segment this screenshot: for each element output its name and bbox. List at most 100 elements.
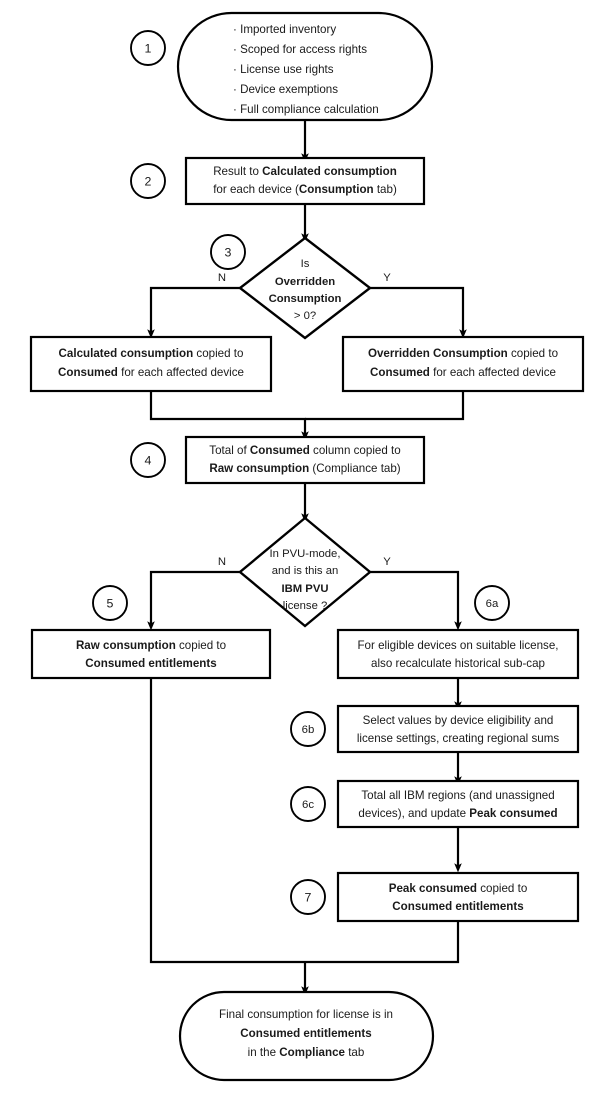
connector-step7-down: [305, 921, 460, 964]
step-circle-7: [290, 879, 326, 915]
decision3-line-3: Consumption: [269, 293, 342, 305]
step2-line-1: Result to Calculated consumption: [213, 165, 397, 178]
step6a-line-2: also recalculate historical sub-cap: [371, 657, 545, 670]
decision3-line-4: > 0?: [294, 310, 316, 322]
step-circle-5: [92, 585, 128, 621]
box-overridden-shape: [341, 335, 585, 393]
step-badge-1: 1: [130, 30, 166, 66]
step-badge-4: 4: [130, 442, 166, 478]
box-calculated-line-1: Calculated consumption copied to: [59, 347, 244, 360]
end-shape: [178, 990, 435, 1082]
step-circle-1: [130, 30, 166, 66]
step2-line-2: for each device (Consumption tab): [213, 183, 397, 196]
decision3-label-yes: Y: [383, 272, 391, 284]
step-number-2: 2: [145, 174, 152, 188]
step6c-line-2: devices), and update Peak consumed: [358, 807, 557, 820]
node-box-overridden[interactable]: Overridden Consumption copied to Consume…: [341, 335, 585, 393]
step6a-shape: [336, 628, 580, 680]
box-calculated-shape: [29, 335, 273, 393]
start-bullet-1: · Imported inventory: [233, 23, 336, 36]
step-circle-3: [210, 234, 246, 270]
box-overridden-line-2: Consumed for each affected device: [370, 366, 556, 379]
step6b-line-1: Select values by device eligibility and: [363, 714, 554, 727]
start-bullet-5: · Full compliance calculation: [233, 103, 379, 116]
node-start[interactable]: · Imported inventory · Scoped for access…: [176, 11, 434, 122]
decision-pvu-shape: [238, 516, 372, 628]
step6b-shape: [336, 704, 580, 754]
step6a-line-1: For eligible devices on suitable license…: [357, 639, 558, 652]
connector-decision3-yes: [370, 286, 467, 339]
step-badge-7: 7: [290, 879, 326, 915]
step-number-4: 4: [145, 453, 152, 467]
connectors: [147, 120, 467, 996]
step-circle-4: [130, 442, 166, 478]
step7-shape: [336, 871, 580, 923]
node-decision3[interactable]: Is Overridden Consumption > 0?: [238, 236, 372, 340]
decision-pvu-label-no: N: [218, 556, 226, 568]
step-number-3: 3: [225, 245, 232, 259]
decision-pvu-label-yes: Y: [383, 556, 391, 568]
step7-line-1: Peak consumed copied to: [389, 882, 528, 895]
step5-line-2: Consumed entitlements: [85, 657, 216, 670]
step-badge-6a: 6a: [474, 585, 510, 621]
start-bullet-2: · Scoped for access rights: [233, 43, 367, 56]
step6c-shape: [336, 779, 580, 829]
step4-shape: [184, 435, 426, 485]
decision-pvu-line-1: In PVU-mode,: [270, 548, 341, 560]
step4-line-2: Raw consumption (Compliance tab): [209, 462, 400, 475]
connector-decision3-no: [147, 286, 240, 339]
decision-pvu-line-3: IBM PVU: [281, 583, 328, 595]
step-number-7: 7: [305, 890, 312, 904]
step-badge-6b: 6b: [290, 711, 326, 747]
step5-shape: [30, 628, 272, 680]
end-line-3: in the Compliance tab: [248, 1046, 365, 1059]
node-step4[interactable]: Total of Consumed column copied to Raw c…: [184, 435, 426, 485]
step-circle-2: [130, 163, 166, 199]
connector-merge-to-step4: [149, 391, 309, 441]
step-badge-5: 5: [92, 585, 128, 621]
decision3-line-1: Is: [301, 258, 310, 270]
step-badge-6c: 6c: [290, 786, 326, 822]
step-badge-3: 3: [210, 234, 246, 270]
end-line-1: Final consumption for license is in: [219, 1008, 393, 1021]
node-step6a[interactable]: For eligible devices on suitable license…: [336, 628, 580, 680]
node-step5[interactable]: Raw consumption copied to Consumed entit…: [30, 628, 272, 680]
decision3-label-no: N: [218, 272, 226, 284]
decision3-line-2: Overridden: [275, 276, 335, 288]
node-decision-pvu[interactable]: In PVU-mode, and is this an IBM PVU lice…: [238, 516, 372, 628]
connector-pvu-no: [147, 570, 240, 631]
step5-line-1: Raw consumption copied to: [76, 639, 226, 652]
step-number-6c: 6c: [302, 799, 314, 811]
node-step6c[interactable]: Total all IBM regions (and unassigned de…: [336, 779, 580, 829]
decision3-shape: [238, 236, 372, 340]
node-end[interactable]: Final consumption for license is in Cons…: [178, 990, 435, 1082]
step2-shape: [184, 156, 426, 206]
decision-pvu-line-2: and is this an: [272, 565, 339, 577]
step-number-6b: 6b: [302, 724, 315, 736]
start-shape: [176, 11, 434, 122]
connector-step5-down: [149, 678, 305, 964]
box-calculated-line-2: Consumed for each affected device: [58, 366, 244, 379]
step7-line-2: Consumed entitlements: [392, 900, 523, 913]
end-line-2: Consumed entitlements: [240, 1027, 371, 1040]
node-box-calculated[interactable]: Calculated consumption copied to Consume…: [29, 335, 273, 393]
step6c-line-1: Total all IBM regions (and unassigned: [361, 789, 554, 802]
node-step2[interactable]: Result to Calculated consumption for eac…: [184, 156, 426, 206]
decision-pvu-line-4: license ?: [283, 600, 328, 612]
step-circle-6b: [290, 711, 326, 747]
node-step6b[interactable]: Select values by device eligibility and …: [336, 704, 580, 754]
step6b-line-2: license settings, creating regional sums: [357, 732, 560, 745]
step-badge-2: 2: [130, 163, 166, 199]
node-step7[interactable]: Peak consumed copied to Consumed entitle…: [336, 871, 580, 923]
step-number-6a: 6a: [486, 598, 499, 610]
box-overridden-line-1: Overridden Consumption copied to: [368, 347, 558, 360]
step-number-5: 5: [107, 596, 114, 610]
step-circle-6a: [474, 585, 510, 621]
step-circle-6c: [290, 786, 326, 822]
start-bullet-3: · License use rights: [233, 63, 334, 76]
connector-overridden-down: [305, 391, 465, 421]
connector-pvu-yes: [370, 570, 462, 631]
step-number-1: 1: [145, 41, 152, 55]
